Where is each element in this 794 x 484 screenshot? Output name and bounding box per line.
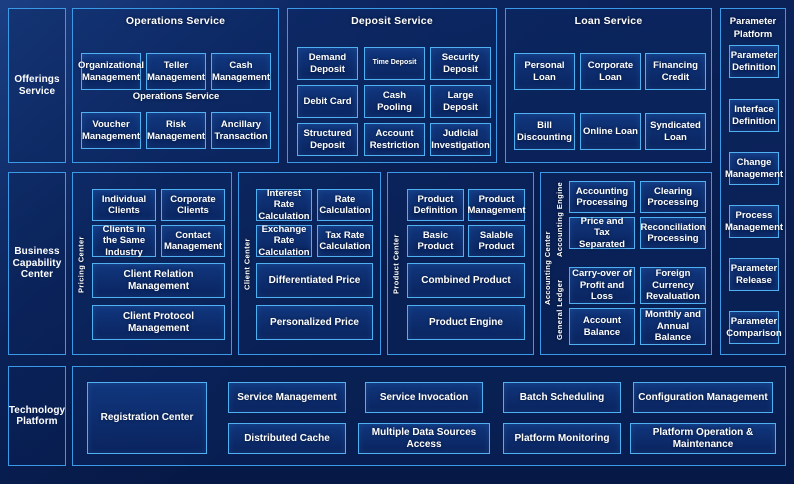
cell-cash-pooling[interactable]: Cash Pooling [364, 85, 425, 118]
sidebar-item-interface-definition[interactable]: Interface Definition [729, 99, 779, 132]
cell-differentiated-price[interactable]: Differentiated Price [256, 263, 373, 298]
cell-judicial-investigation[interactable]: Judicial Investigation [430, 123, 491, 156]
row-label-business-capability-center-text: Business Capability Center [12, 246, 62, 281]
cell-basic-product[interactable]: Basic Product [407, 225, 464, 257]
cell-registration-center[interactable]: Registration Center [87, 382, 207, 454]
cell-structured-deposit[interactable]: Structured Deposit [297, 123, 358, 156]
cell-rate-calculation[interactable]: Rate Calculation [317, 189, 373, 221]
panel-product-center[interactable]: Product Center Product Definition Produc… [387, 172, 534, 355]
panel-parameter-platform[interactable]: Parameter Platform Parameter Definition … [720, 8, 786, 355]
sidebar-item-parameter-comparison[interactable]: Parameter Comparison [726, 311, 782, 344]
vlabel-product-center: Product Center [391, 234, 401, 295]
panel-title-operations-service: Operations Service [125, 15, 226, 27]
panel-client-center[interactable]: Pricing Center Individual Clients Corpor… [72, 172, 232, 355]
cell-clients-same-industry[interactable]: Clients in the Same Industry [92, 224, 156, 258]
cell-batch-scheduling[interactable]: Batch Scheduling [503, 382, 621, 413]
cell-service-management[interactable]: Service Management [228, 382, 346, 413]
cell-online-loan[interactable]: Online Loan [580, 113, 641, 150]
vlabel-client-center: Client Center [242, 238, 252, 291]
cell-risk-management[interactable]: Risk Management [146, 112, 206, 149]
cell-client-protocol-management[interactable]: Client Protocol Management [92, 305, 225, 340]
cell-multiple-data-sources-access[interactable]: Multiple Data Sources Access [358, 423, 490, 454]
cell-accounting-processing[interactable]: Accounting Processing [569, 181, 635, 213]
sidebar-item-change-management[interactable]: Change Management [725, 152, 783, 185]
vlabel-accounting-engine: Accounting Engine [555, 181, 564, 257]
cell-reconciliation-processing[interactable]: Reconciliation Processing [640, 217, 706, 249]
row-label-technology-platform-text: Technology Platform [8, 404, 66, 428]
cell-large-deposit[interactable]: Large Deposit [430, 85, 491, 118]
sidebar-item-process-management[interactable]: Process Management [725, 205, 783, 238]
sidebar-item-parameter-definition[interactable]: Parameter Definition [729, 45, 779, 78]
cell-product-management[interactable]: Product Management [467, 189, 526, 221]
cell-financing-credit[interactable]: Financing Credit [645, 53, 706, 90]
panel-title-operations-service-duplicate: Operations Service [132, 91, 220, 102]
cell-corporate-loan[interactable]: Corporate Loan [580, 53, 641, 90]
cell-time-deposit[interactable]: Time Deposit [364, 47, 425, 80]
row-label-business-capability-center: Business Capability Center [8, 172, 66, 355]
panel-deposit-service[interactable]: Deposit Service Demand Deposit Time Depo… [287, 8, 497, 163]
vlabel-pricing-center: Pricing Center [76, 236, 86, 293]
vlabel-general-ledger: General Ledger [555, 279, 564, 341]
cell-interest-rate-calculation[interactable]: Interest Rate Calculation [256, 188, 312, 222]
cell-ancillary-transaction[interactable]: Ancillary Transaction [211, 112, 271, 149]
cell-foreign-currency-revaluation[interactable]: Foreign Currency Revaluation [640, 267, 706, 304]
sidebar-item-parameter-release[interactable]: Parameter Release [729, 258, 779, 291]
panel-accounting-center[interactable]: Accounting Center Accounting Engine Gene… [540, 172, 712, 355]
cell-bill-discounting[interactable]: Bill Discounting [514, 113, 575, 150]
cell-monthly-annual-balance[interactable]: Monthly and Annual Balance [640, 308, 706, 345]
panel-title-loan-service: Loan Service [574, 15, 643, 27]
vlabel-accounting-center: Accounting Center [543, 231, 552, 305]
cell-voucher-management[interactable]: Voucher Management [81, 112, 141, 149]
cell-product-definition[interactable]: Product Definition [407, 189, 464, 221]
cell-exchange-rate-calculation[interactable]: Exchange Rate Calculation [256, 224, 312, 258]
cell-salable-product[interactable]: Salable Product [468, 225, 525, 257]
row-label-technology-platform: Technology Platform [8, 366, 66, 466]
cell-teller-management[interactable]: Teller Management [146, 53, 206, 90]
row-label-offerings-service-text: Offerings Service [14, 74, 60, 97]
panel-operations-service[interactable]: Operations Service Organizational Manage… [72, 8, 279, 163]
cell-personalized-price[interactable]: Personalized Price [256, 305, 373, 340]
cell-corporate-clients[interactable]: Corporate Clients [161, 189, 225, 221]
panel-loan-service[interactable]: Loan Service Personal Loan Corporate Loa… [505, 8, 712, 163]
cell-organizational-management[interactable]: Organizational Management [78, 53, 144, 90]
row-label-offerings-service: Offerings Service [8, 8, 66, 163]
cell-configuration-management[interactable]: Configuration Management [633, 382, 773, 413]
cell-client-relation-management[interactable]: Client Relation Management [92, 263, 225, 298]
panel-title-deposit-service: Deposit Service [351, 15, 433, 27]
cell-contact-management[interactable]: Contact Management [161, 225, 225, 257]
cell-tax-rate-calculation[interactable]: Tax Rate Calculation [317, 225, 373, 257]
cell-service-invocation[interactable]: Service Invocation [365, 382, 483, 413]
cell-carry-over-profit-loss[interactable]: Carry-over of Profit and Loss [569, 267, 635, 304]
cell-account-restriction[interactable]: Account Restriction [364, 123, 425, 156]
cell-security-deposit[interactable]: Security Deposit [430, 47, 491, 80]
sidebar-title-line1: Parameter [729, 16, 777, 27]
panel-pricing-center[interactable]: Client Center Interest Rate Calculation … [238, 172, 381, 355]
cell-distributed-cache[interactable]: Distributed Cache [228, 423, 346, 454]
sidebar-title-line2: Platform [733, 29, 773, 40]
cell-platform-operation-maintenance[interactable]: Platform Operation & Maintenance [630, 423, 776, 454]
cell-clearing-processing[interactable]: Clearing Processing [640, 181, 706, 213]
cell-cash-management[interactable]: Cash Management [211, 53, 271, 90]
cell-personal-loan[interactable]: Personal Loan [514, 53, 575, 90]
cell-debit-card[interactable]: Debit Card [297, 85, 358, 118]
panel-technology-platform[interactable]: Registration Center Service Management S… [72, 366, 786, 466]
cell-product-engine[interactable]: Product Engine [407, 305, 525, 340]
cell-price-and-tax-separated[interactable]: Price and Tax Separated [569, 216, 635, 250]
cell-combined-product[interactable]: Combined Product [407, 263, 525, 298]
cell-syndicated-loan[interactable]: Syndicated Loan [645, 113, 706, 150]
cell-account-balance[interactable]: Account Balance [569, 308, 635, 345]
cell-individual-clients[interactable]: Individual Clients [92, 189, 156, 221]
cell-demand-deposit[interactable]: Demand Deposit [297, 47, 358, 80]
cell-platform-monitoring[interactable]: Platform Monitoring [503, 423, 621, 454]
